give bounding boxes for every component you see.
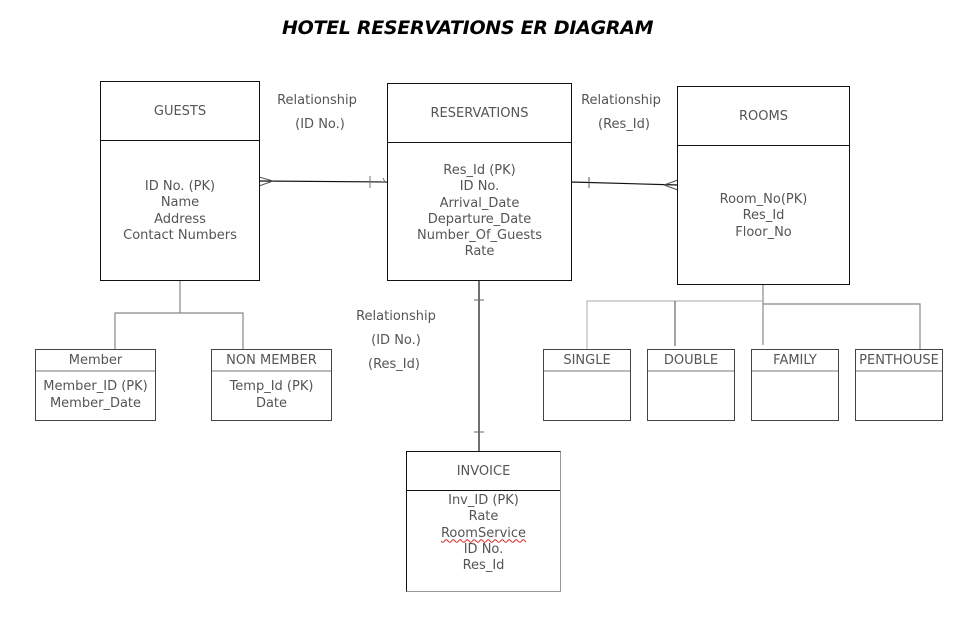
attribute: Room_No(PK): [719, 192, 808, 207]
attribute: Address: [154, 211, 206, 227]
crowfoot-many-marker: [663, 179, 679, 186]
connector-reservations-invoice: [474, 281, 484, 451]
attribute: Number_Of_Guests: [417, 228, 542, 244]
attribute: RoomService: [407, 526, 560, 542]
attribute: Member_Date: [49, 395, 142, 411]
entity-non-member[interactable]: NON MEMBER Temp_Id (PK) Date: [211, 349, 332, 421]
attribute: Contact Numbers: [123, 227, 237, 243]
relationship-key: (ID No.): [295, 117, 345, 132]
entity-guests-attributes: ID No. (PK) Name Address Contact Numbers: [101, 141, 259, 244]
relationship-key: (Res_Id): [368, 357, 420, 372]
relationship-label-reservations-rooms: Relationship (Res_Id): [576, 89, 666, 137]
connector-rooms-subtypes: [586, 284, 921, 349]
attribute: Res_Id: [742, 208, 785, 224]
entity-guests[interactable]: GUESTS ID No. (PK) Name Address Contact …: [100, 81, 260, 281]
attribute: Rate: [464, 244, 495, 260]
attribute: Inv_ID (PK): [448, 493, 519, 508]
attribute: Departure_Date: [427, 211, 532, 227]
entity-invoice-attributes: Inv_ID (PK) Rate RoomService ID No. Res_…: [407, 491, 560, 574]
connector-reservations-rooms: [570, 177, 679, 191]
entity-family[interactable]: FAMILY: [751, 349, 839, 421]
entity-member-name: Member: [36, 350, 155, 372]
entity-reservations-attributes: Res_Id (PK) ID No. Arrival_Date Departur…: [388, 143, 571, 261]
diagram-title: HOTEL RESERVATIONS ER DIAGRAM: [282, 17, 654, 39]
attribute: Name: [160, 195, 200, 211]
crowfoot-many-marker: [258, 176, 274, 182]
entity-family-name: FAMILY: [752, 350, 838, 372]
relationship-name: Relationship: [277, 93, 357, 108]
attribute: Arrival_Date: [439, 195, 520, 211]
connector-guests-subtypes: [114, 281, 244, 349]
attribute: ID No.: [459, 179, 500, 195]
entity-rooms-attributes: Room_No(PK) Res_Id Floor_No: [678, 146, 849, 241]
entity-single-name: SINGLE: [544, 350, 630, 372]
entity-reservations-name: RESERVATIONS: [388, 84, 571, 143]
attribute: Temp_Id (PK): [229, 379, 314, 394]
entity-non-member-attributes: Temp_Id (PK) Date: [212, 372, 331, 412]
attribute: Res_Id (PK): [443, 163, 516, 178]
attribute-text: RoomService: [440, 525, 527, 541]
entity-invoice[interactable]: INVOICE Inv_ID (PK) Rate RoomService ID …: [406, 451, 561, 592]
entity-member[interactable]: Member Member_ID (PK) Member_Date: [35, 349, 156, 421]
entity-double[interactable]: DOUBLE: [647, 349, 735, 421]
entity-penthouse[interactable]: PENTHOUSE: [855, 349, 943, 421]
attribute: ID No.: [463, 541, 504, 557]
entity-penthouse-name: PENTHOUSE: [856, 350, 942, 372]
entity-non-member-name: NON MEMBER: [212, 350, 331, 372]
relationship-name: Relationship: [581, 93, 661, 108]
attribute: Member_ID (PK): [43, 379, 148, 394]
relationship-name: Relationship: [356, 309, 436, 324]
relationship-label-reservations-invoice: Relationship (ID No.) (Res_Id): [351, 305, 441, 377]
attribute: Rate: [468, 509, 499, 525]
entity-rooms[interactable]: ROOMS Room_No(PK) Res_Id Floor_No: [677, 86, 850, 285]
attribute: Res_Id: [462, 558, 505, 574]
entity-rooms-name: ROOMS: [678, 87, 849, 146]
attribute: Floor_No: [735, 224, 792, 240]
connector-guests-reservations: [258, 175, 393, 188]
relationship-label-guests-reservations: Relationship (ID No.): [272, 89, 362, 137]
entity-reservations[interactable]: RESERVATIONS Res_Id (PK) ID No. Arrival_…: [387, 83, 572, 281]
entity-double-name: DOUBLE: [648, 350, 734, 372]
entity-guests-name: GUESTS: [101, 82, 259, 141]
relationship-key: (ID No.): [371, 333, 421, 348]
entity-single[interactable]: SINGLE: [543, 349, 631, 421]
attribute: ID No. (PK): [144, 179, 216, 194]
attribute: Date: [255, 395, 288, 411]
entity-member-attributes: Member_ID (PK) Member_Date: [36, 372, 155, 412]
relationship-key: (Res_Id): [598, 117, 650, 132]
entity-invoice-name: INVOICE: [407, 452, 560, 491]
